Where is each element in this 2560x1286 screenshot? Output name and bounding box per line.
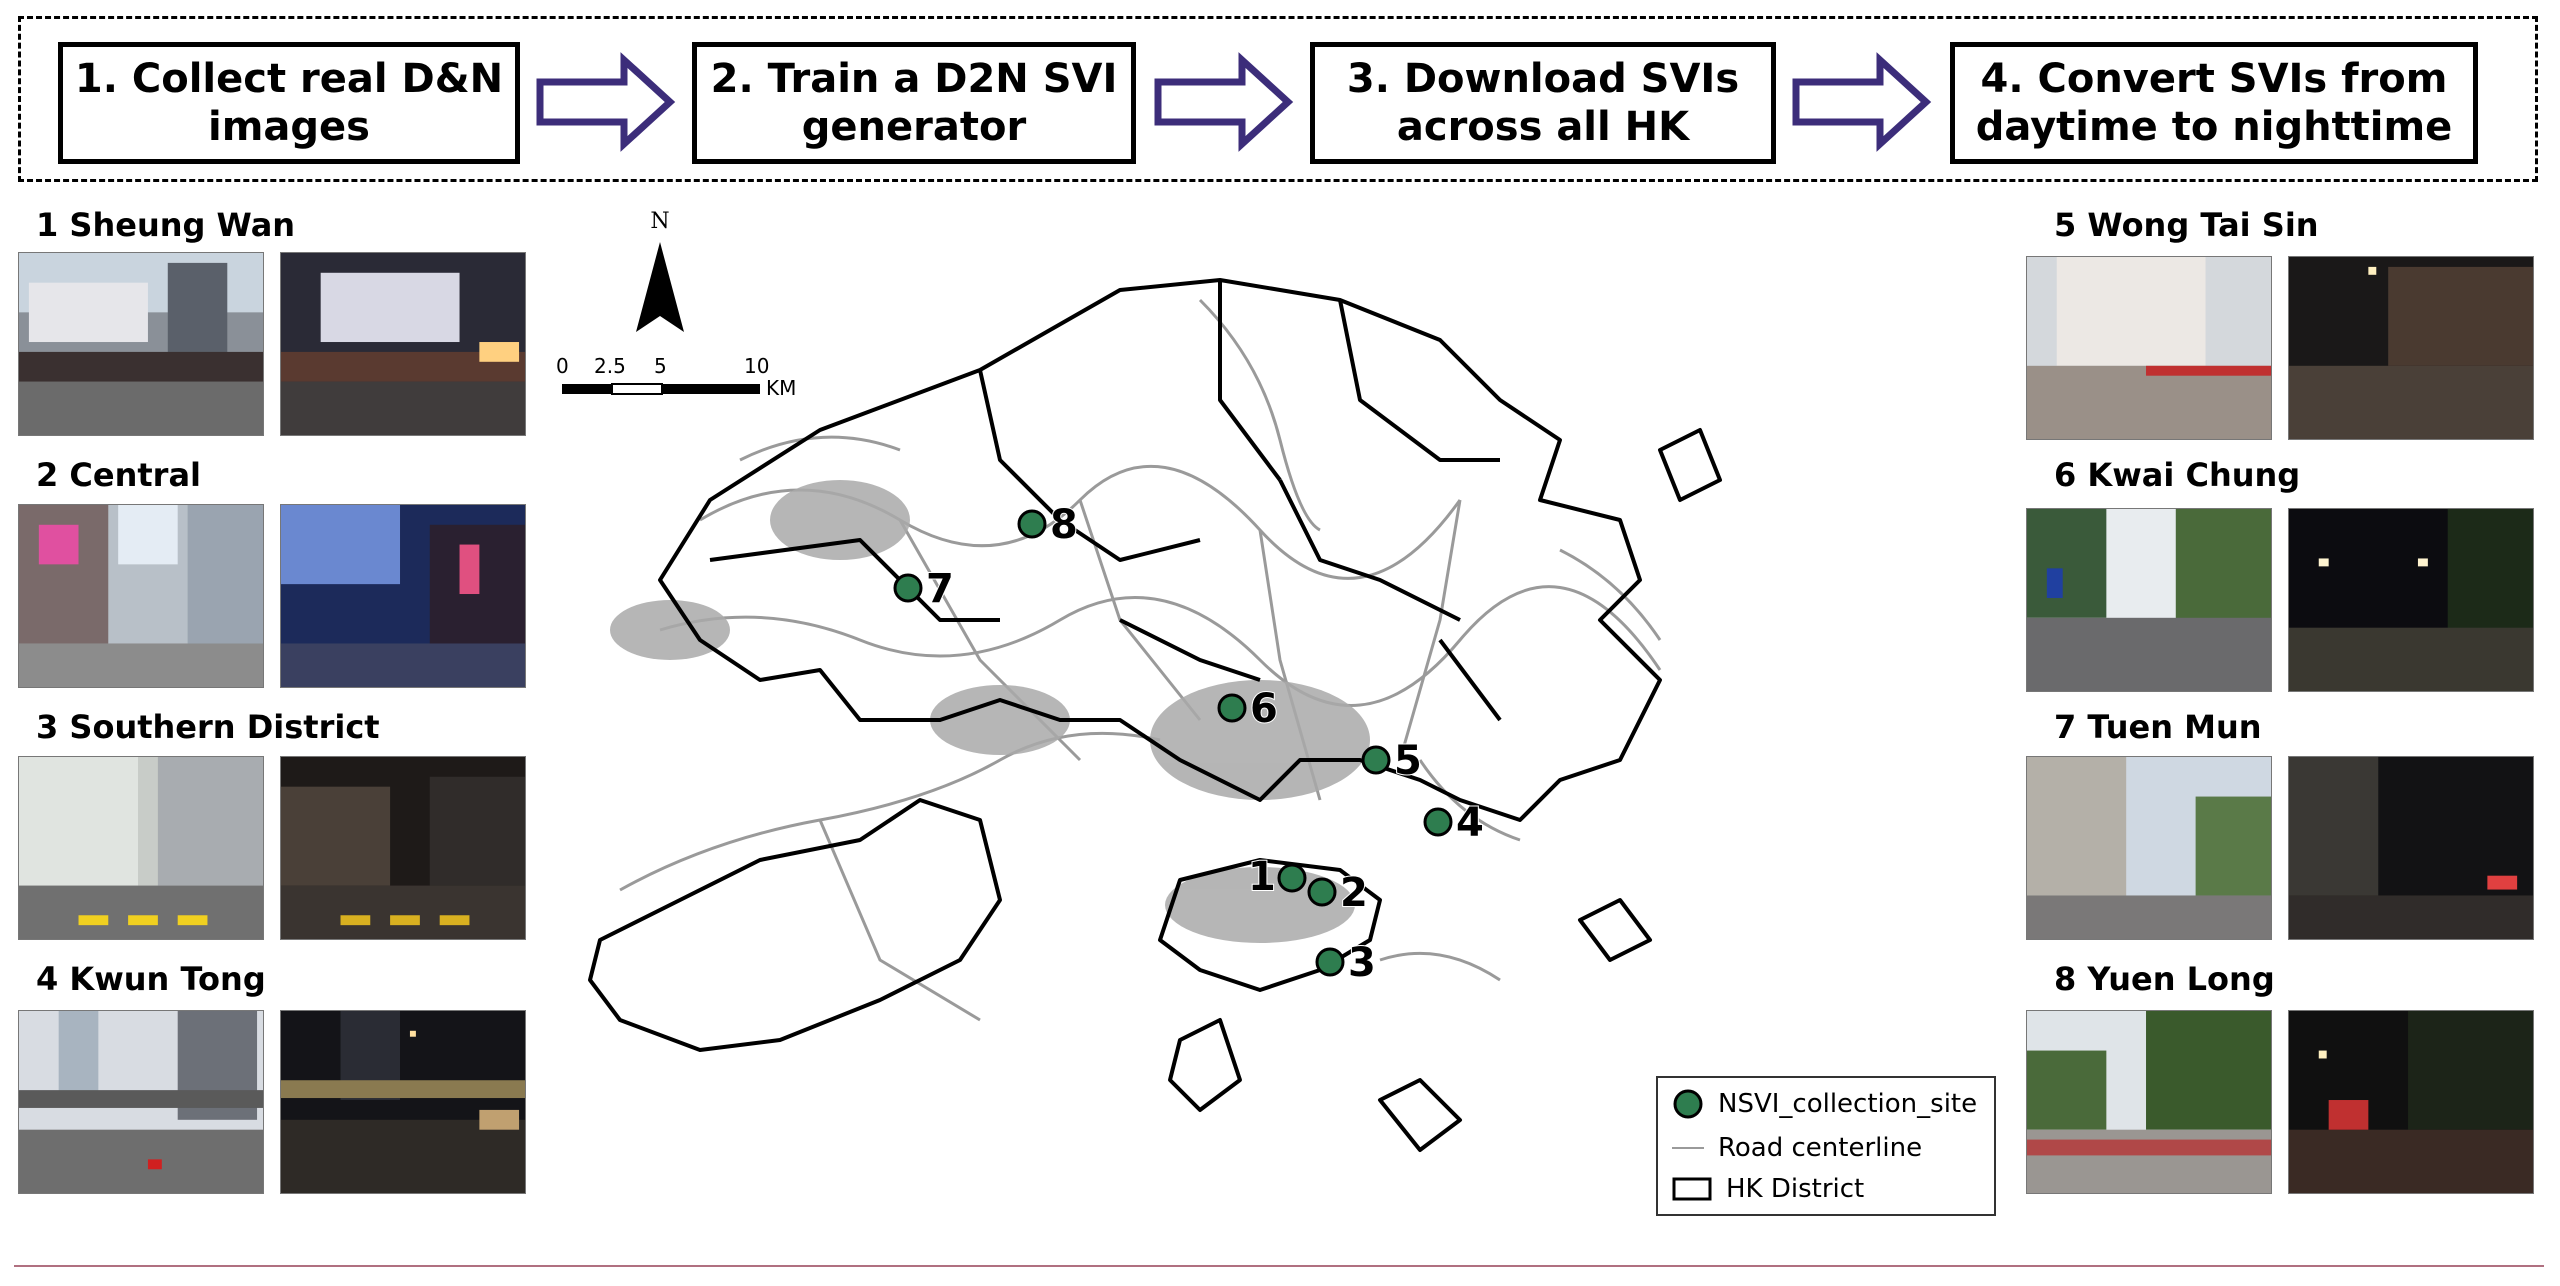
site-title-2: 2 Central	[36, 456, 202, 494]
legend-district-icon	[1672, 1177, 1712, 1201]
step-2-box: 2. Train a D2N SVI generator	[692, 42, 1136, 164]
site-number-7: 7	[926, 566, 954, 612]
photo-southern-day	[18, 756, 264, 940]
photo-kwun-tong-day	[18, 1010, 264, 1194]
legend-row-site: NSVI_collection_site	[1672, 1088, 1977, 1120]
site-title-1: 1 Sheung Wan	[36, 206, 296, 244]
hk-map: 8 7 6 5 4 1 2 3	[588, 278, 1722, 1152]
site-number-3: 3	[1348, 940, 1376, 986]
legend-row-road: Road centerline	[1672, 1132, 1922, 1164]
photo-kwai-chung-day	[2026, 508, 2272, 692]
photo-central-day	[18, 504, 264, 688]
site-marker-3	[1315, 947, 1345, 977]
site-title-3: 3 Southern District	[36, 708, 380, 746]
arrow-3-icon	[1792, 52, 1932, 152]
site-marker-4	[1423, 807, 1453, 837]
photo-yuen-long-day	[2026, 1010, 2272, 1194]
district-boundaries	[588, 278, 1722, 1152]
scale-bar: 0 2.5 5 10 KM	[556, 354, 806, 404]
bottom-divider	[14, 1265, 2544, 1267]
site-title-5: 5 Wong Tai Sin	[2054, 206, 2319, 244]
photo-sheung-wan-night	[280, 252, 526, 436]
step-1-box: 1. Collect real D&N images	[58, 42, 520, 164]
scale-unit: KM	[766, 376, 797, 400]
legend-road-label: Road centerline	[1718, 1133, 1923, 1163]
photo-southern-night	[280, 756, 526, 940]
site-title-6: 6 Kwai Chung	[2054, 456, 2301, 494]
site-title-8: 8 Yuen Long	[2054, 960, 2275, 998]
photo-central-night	[280, 504, 526, 688]
site-number-8: 8	[1050, 502, 1078, 548]
site-title-4: 4 Kwun Tong	[36, 960, 266, 998]
step-4-box: 4. Convert SVIs from daytime to nighttim…	[1950, 42, 2478, 164]
photo-kwai-chung-night	[2288, 508, 2534, 692]
north-arrow-icon: N	[636, 209, 684, 332]
road-network	[619, 298, 1662, 1022]
site-number-2: 2	[1340, 870, 1368, 916]
step-3-box: 3. Download SVIs across all HK	[1310, 42, 1776, 164]
step-1-label: 1. Collect real D&N images	[74, 56, 504, 150]
site-number-6: 6	[1250, 686, 1278, 732]
site-number-4: 4	[1456, 800, 1484, 846]
site-number-1: 1	[1248, 854, 1276, 900]
scale-tick-5: 5	[654, 354, 667, 378]
site-marker-2	[1307, 877, 1337, 907]
legend-road-icon	[1672, 1147, 1704, 1149]
photo-wong-tai-sin-night	[2288, 256, 2534, 440]
site-marker-7	[893, 573, 923, 603]
scale-tick-10: 10	[744, 354, 770, 378]
north-label: N	[650, 209, 669, 234]
photo-tuen-mun-day	[2026, 756, 2272, 940]
step-2-label: 2. Train a D2N SVI generator	[710, 56, 1118, 150]
site-marker-5	[1361, 745, 1391, 775]
photo-sheung-wan-day	[18, 252, 264, 436]
site-marker-8	[1017, 509, 1047, 539]
scale-tick-2-5: 2.5	[594, 354, 626, 378]
step-3-label: 3. Download SVIs across all HK	[1346, 56, 1740, 150]
photo-tuen-mun-night	[2288, 756, 2534, 940]
photo-yuen-long-night	[2288, 1010, 2534, 1194]
site-title-7: 7 Tuen Mun	[2054, 708, 2262, 746]
site-marker-1	[1277, 863, 1307, 893]
legend-district-label: HK District	[1726, 1174, 1865, 1204]
legend-site-icon	[1673, 1089, 1703, 1119]
legend-row-district: HK District	[1672, 1174, 1864, 1204]
arrow-2-icon	[1154, 52, 1294, 152]
map-legend: NSVI_collection_site Road centerline HK …	[1656, 1076, 1996, 1216]
site-number-5: 5	[1394, 738, 1422, 784]
step-4-label: 4. Convert SVIs from daytime to nighttim…	[1975, 56, 2453, 150]
urban-road-clusters	[610, 480, 1370, 943]
legend-site-label: NSVI_collection_site	[1718, 1089, 1978, 1119]
collection-sites: 8 7 6 5 4 1 2 3	[893, 501, 1485, 987]
photo-kwun-tong-night	[280, 1010, 526, 1194]
workflow-frame	[18, 16, 2538, 182]
photo-wong-tai-sin-day	[2026, 256, 2272, 440]
scale-tick-0: 0	[556, 354, 569, 378]
arrow-1-icon	[536, 52, 676, 152]
site-marker-6	[1217, 693, 1247, 723]
